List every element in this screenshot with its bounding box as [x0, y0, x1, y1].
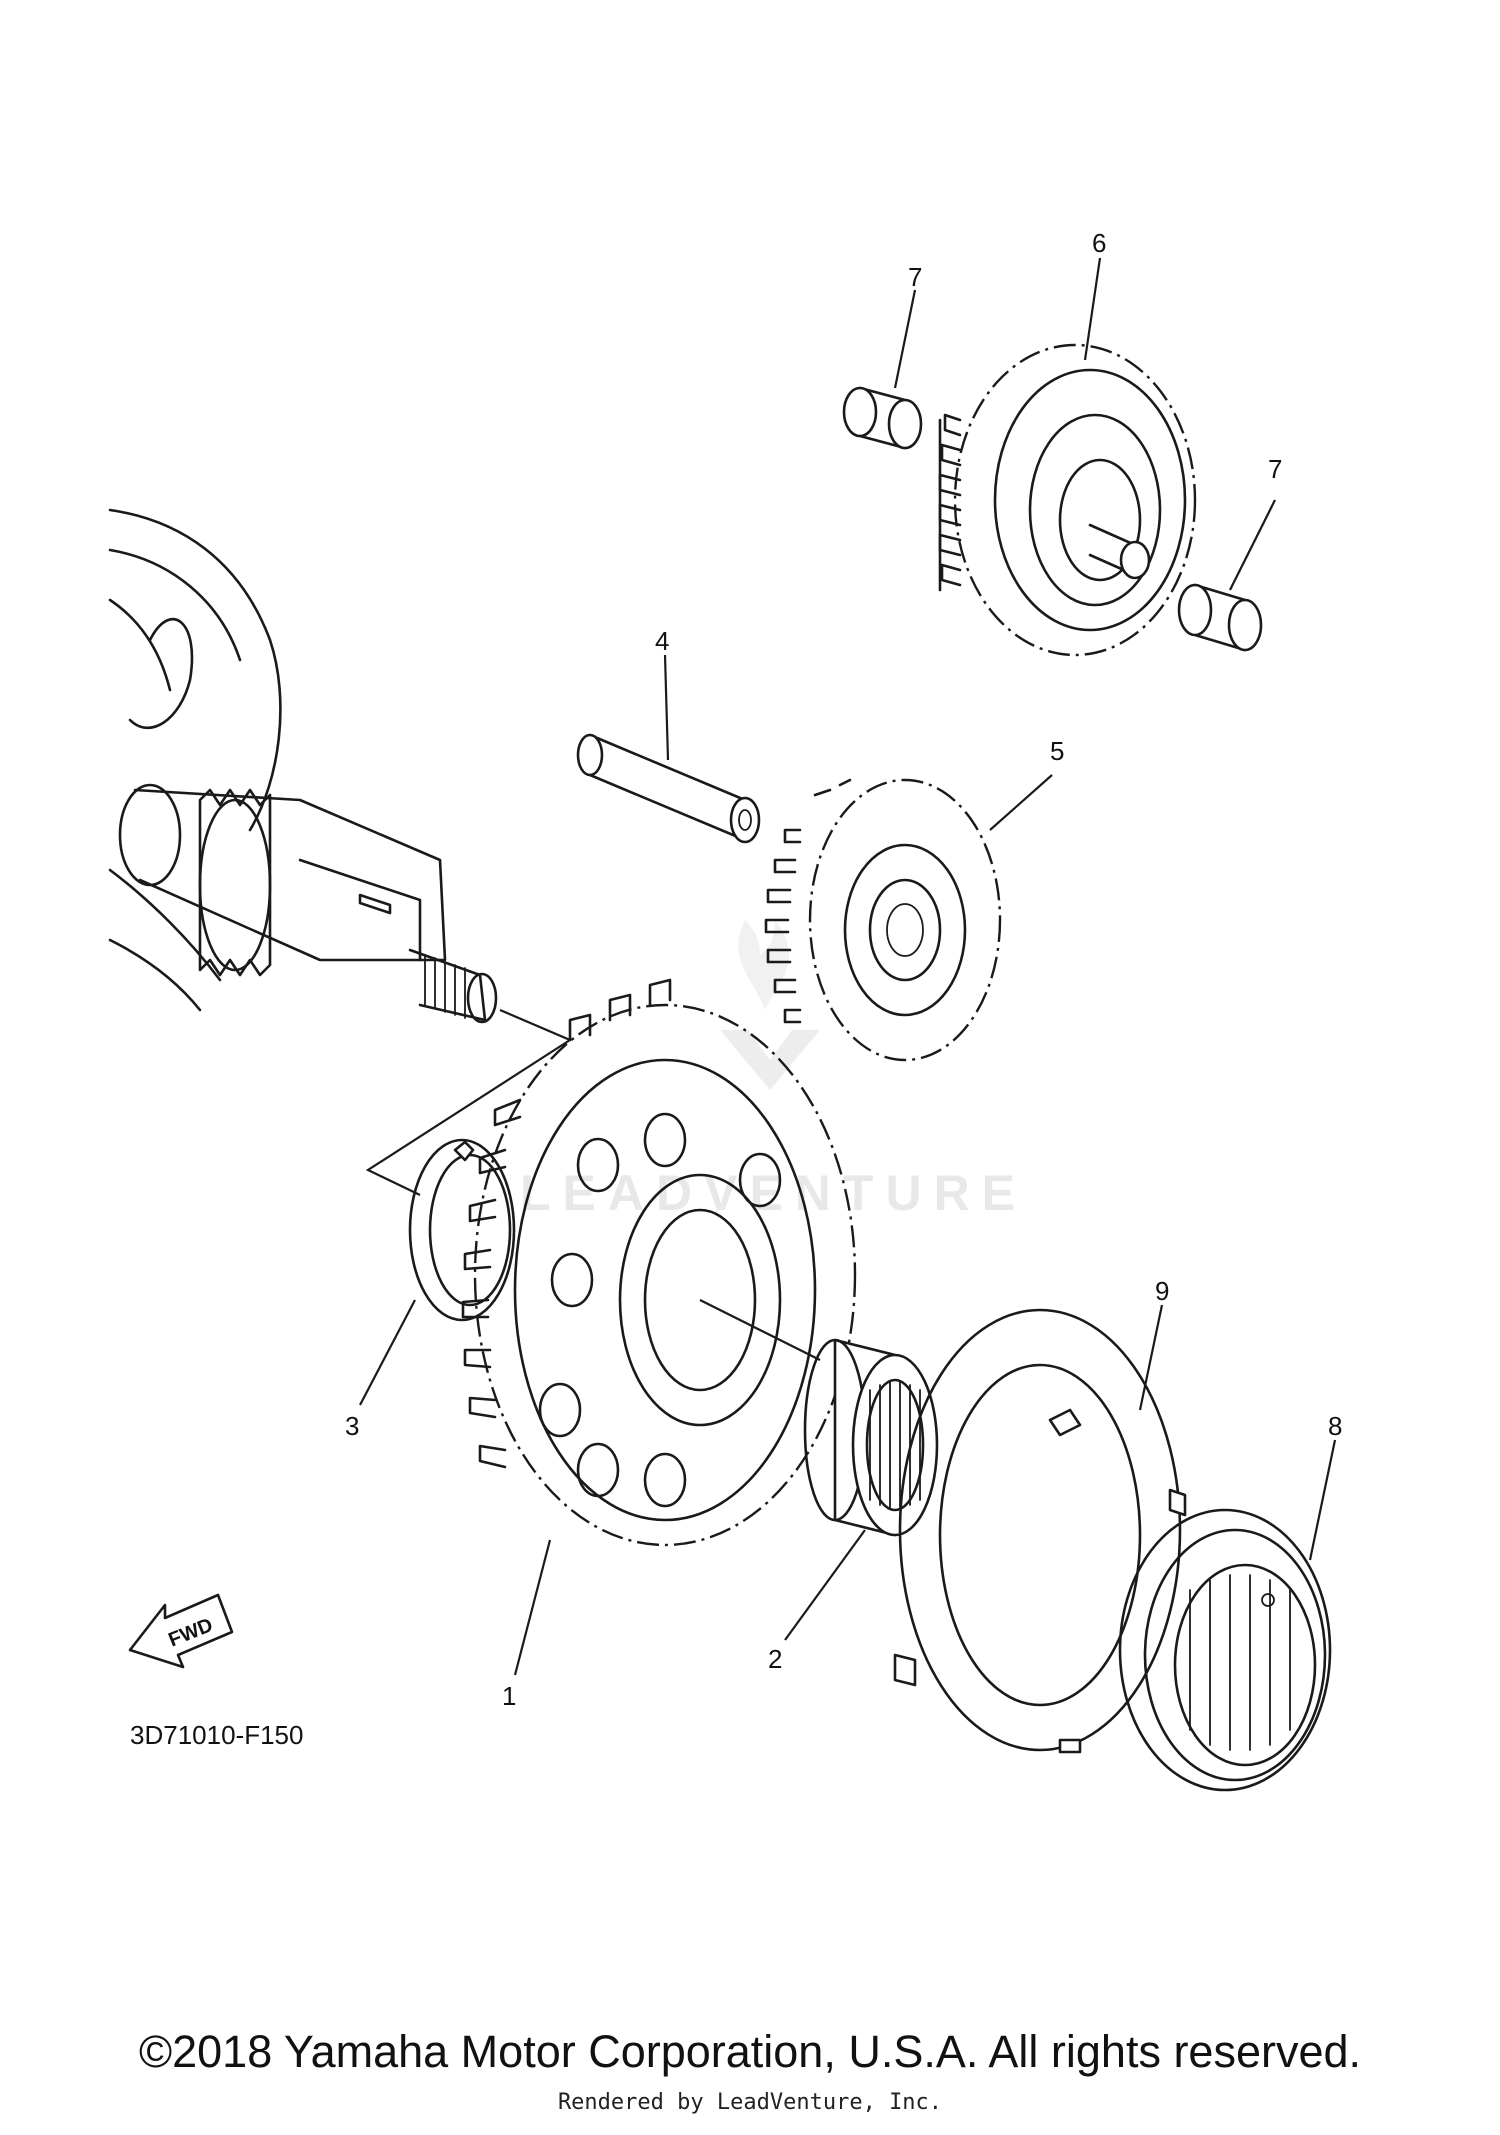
assembly-line-bearing — [699, 1299, 821, 1361]
fwd-arrow-icon: FWD — [128, 1593, 234, 1669]
part-9-plate — [893, 1308, 1187, 1754]
callout-5: 5 — [1050, 736, 1064, 766]
part-4-shaft — [576, 733, 761, 844]
copyright-notice: ©2018 Yamaha Motor Corporation, U.S.A. A… — [138, 2026, 1362, 2077]
part-5-idler-gear — [764, 778, 1002, 1062]
callout-1: 1 — [502, 1681, 516, 1711]
part-1-starter-gear — [461, 978, 857, 1547]
part-6-idler-gear — [938, 343, 1197, 657]
callout-9: 9 — [1155, 1276, 1169, 1306]
part-2-needle-bearing — [803, 1338, 939, 1537]
callout-4: 4 — [655, 626, 669, 656]
part-8-one-way-clutch — [1118, 1508, 1332, 1792]
part-3-circlip — [408, 1138, 516, 1322]
part-7-bushing-right — [1177, 583, 1263, 652]
callout-7-right: 7 — [1268, 454, 1282, 484]
callout-6: 6 — [1092, 228, 1106, 258]
watermark-logo — [720, 920, 820, 1090]
diagram-code: 3D71010-F150 — [130, 1720, 304, 1750]
crankshaft-drawing — [108, 508, 498, 1024]
callout-3: 3 — [345, 1411, 359, 1441]
rendered-by-notice: Rendered by LeadVenture, Inc. — [557, 2090, 943, 2115]
callout-2: 2 — [768, 1644, 782, 1674]
assembly-line-crank — [365, 1008, 573, 1196]
callout-8: 8 — [1328, 1411, 1342, 1441]
part-7-bushing-left — [842, 386, 923, 450]
callout-7-top: 7 — [908, 262, 922, 292]
watermark-text: LEADVENTURE — [520, 1165, 1027, 1221]
